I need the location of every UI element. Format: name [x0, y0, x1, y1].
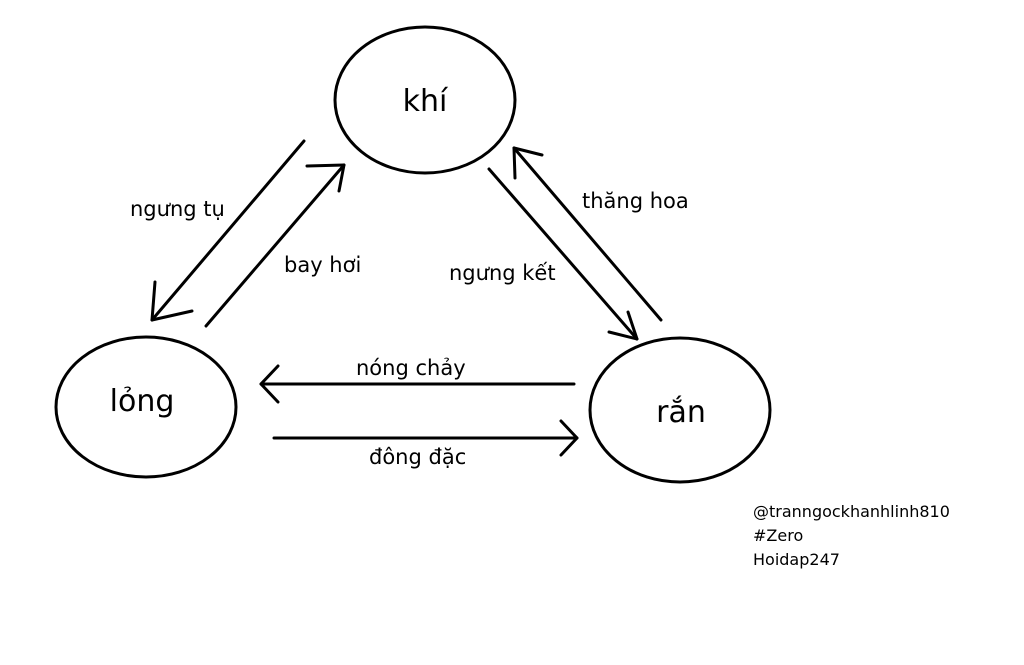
solid-node [588, 336, 772, 484]
signature-site: Hoidap247 [753, 550, 840, 569]
freezing-arrow [272, 419, 579, 457]
condensation-arrow [150, 139, 306, 322]
signature-tag: #Zero [753, 526, 804, 545]
deposition-arrow [487, 167, 639, 341]
condensation-label: ngưng tụ [130, 197, 225, 221]
gas-node [333, 25, 517, 175]
liquid-node [54, 335, 238, 479]
sublimation-arrow [512, 146, 663, 322]
gas-label: khí [403, 84, 449, 119]
evaporation-label: bay hơi [284, 253, 361, 277]
signature-handle: @tranngockhanhlinh810 [753, 502, 950, 521]
solid-label: rắn [656, 395, 706, 430]
author-signature: @tranngockhanhlinh810 #Zero Hoidap247 [753, 500, 950, 572]
freezing-label: đông đặc [369, 445, 466, 469]
melting-arrow [259, 364, 576, 404]
sublimation-label: thăng hoa [582, 189, 689, 213]
liquid-label: lỏng [110, 384, 175, 419]
evaporation-arrow [204, 163, 346, 328]
deposition-label: ngưng kết [449, 261, 556, 285]
melting-label: nóng chảy [356, 356, 466, 380]
